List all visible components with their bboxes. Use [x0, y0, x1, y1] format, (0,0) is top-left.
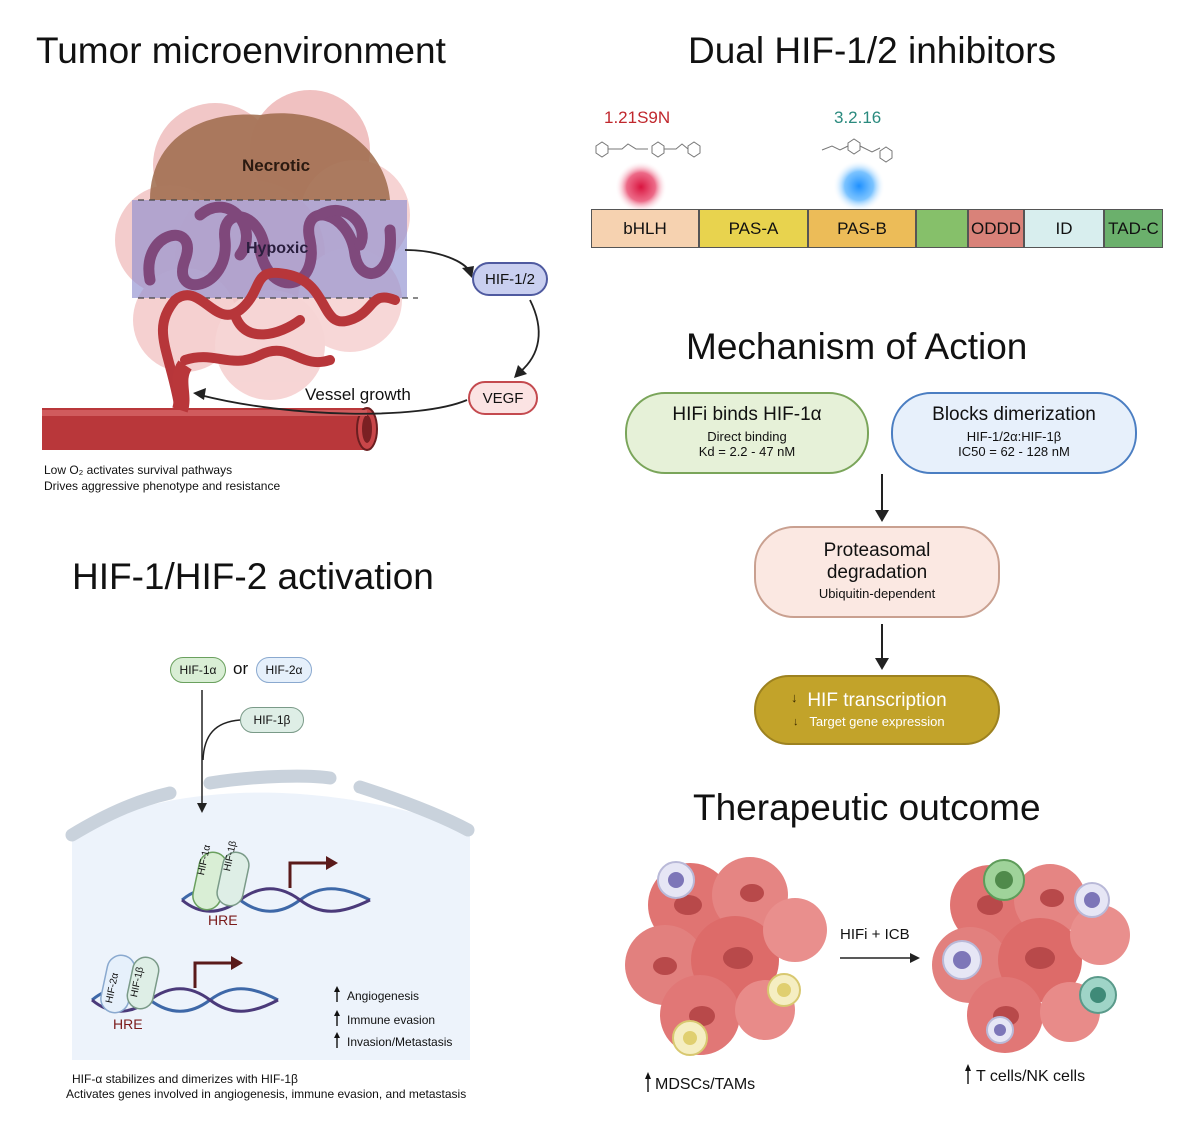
vegf-node: VEGF [468, 381, 538, 415]
hypoxic-label: Hypoxic [246, 240, 309, 257]
or-label: or [233, 659, 249, 678]
moa-box-degradation-title2: degradation [826, 562, 928, 583]
moa-box-binding: HIFi binds HIF-1α Direct binding Kd = 2.… [625, 392, 869, 474]
treatment-label: HIFi + ICB [840, 926, 910, 943]
moa-box-degradation-title1: Proteasomal [823, 540, 931, 561]
effect-angiogenesis: Angiogenesis [347, 989, 420, 1003]
left-outcome-label: MDSCs/TAMs [655, 1076, 756, 1093]
hre-label-2: HRE [113, 1016, 143, 1032]
domain-oddd: ODDD [968, 209, 1024, 248]
moa-arrow-1 [875, 474, 889, 522]
moa-box-binding-line2: Kd = 2.2 - 47 nM [698, 444, 796, 459]
compound-1-glow [615, 161, 667, 213]
moa-box-degradation-line1: Ubiquitin-dependent [818, 586, 936, 601]
moa-box-binding-title: HIFi binds HIF-1α [672, 404, 822, 425]
domain-tad-c: TAD-C [1104, 209, 1163, 248]
compound-2-label: 3.2.16 [834, 108, 882, 127]
domain-pas-b: PAS-B [808, 209, 916, 248]
outcome-title: Therapeutic outcome [693, 787, 1041, 828]
moa-box-degradation: Proteasomal degradation Ubiquitin-depend… [754, 526, 1000, 618]
down-arrow-icon: ↓ [791, 690, 798, 705]
necrotic-label: Necrotic [242, 156, 311, 175]
domain-unlabeled [916, 209, 968, 248]
vessel-growth-label: Vessel growth [305, 385, 411, 404]
domain-pas-a: PAS-A [699, 209, 808, 248]
compound-1-label: 1.21S9N [604, 108, 671, 127]
right-outcome-label: T cells/NK cells [976, 1068, 1086, 1085]
effect-invasion: Invasion/Metastasis [347, 1035, 453, 1049]
moa-box-dimerization: Blocks dimerization HIF-1/2α:HIF-1β IC50… [891, 392, 1137, 474]
moa-box-dimerization-line1: HIF-1/2α:HIF-1β [966, 429, 1062, 444]
moa-box-dimerization-line2: IC50 = 62 - 128 nM [958, 444, 1070, 459]
compound-2-glow [833, 160, 885, 212]
tumor-note-2: Drives aggressive phenotype and resistan… [44, 479, 281, 493]
effect-immune-evasion: Immune evasion [347, 1013, 436, 1027]
moa-box-transcription-line1: Target gene expression [809, 714, 945, 729]
hre-label-1: HRE [208, 912, 238, 928]
activation-title: HIF-1/HIF-2 activation [72, 556, 434, 597]
nucleus-illustration [65, 690, 475, 1060]
compound-structures [595, 138, 893, 213]
tumor-note-1: Low O₂ activates survival pathways [44, 463, 233, 477]
moa-box-transcription: HIF transcription Target gene expression [754, 675, 1000, 745]
hif-node: HIF-1/2 [472, 262, 548, 296]
activation-note-2: Activates genes involved in angiogenesis… [66, 1087, 467, 1101]
domain-id: ID [1024, 209, 1104, 248]
moa-box-binding-line1: Direct binding [707, 429, 787, 444]
tumor-illustration [42, 90, 540, 451]
hif2a-tag: HIF-2α [256, 657, 312, 683]
hif1b-tag: HIF-1β [240, 707, 304, 733]
moa-title: Mechanism of Action [686, 326, 1028, 367]
domain-bhlh: bHLH [591, 209, 699, 248]
moa-box-dimerization-title: Blocks dimerization [932, 404, 1096, 425]
moa-arrow-2 [875, 624, 889, 670]
inhibitors-title: Dual HIF-1/2 inhibitors [688, 30, 1057, 71]
down-arrow-icon: ↓ [793, 716, 799, 728]
tumor-title: Tumor microenvironment [36, 30, 446, 71]
activation-note-1: HIF-α stabilizes and dimerizes with HIF-… [72, 1072, 298, 1086]
moa-box-transcription-title: HIF transcription [807, 690, 947, 711]
hif1a-tag: HIF-1α [170, 657, 226, 683]
